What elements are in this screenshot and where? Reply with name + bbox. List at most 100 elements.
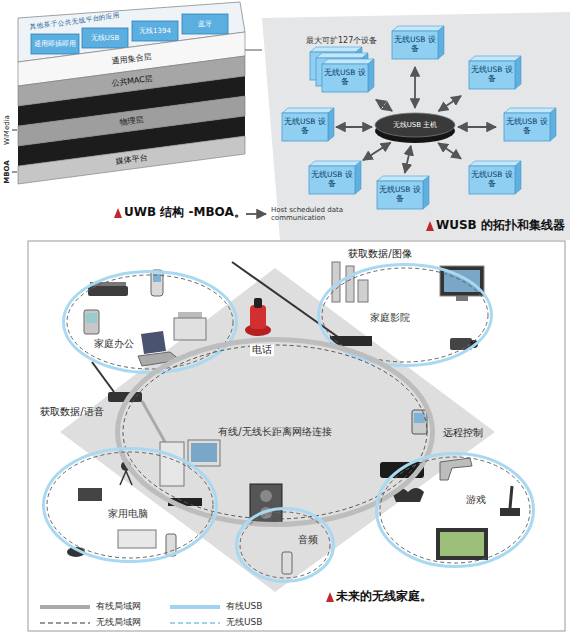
layer-band-outline-part bbox=[18, 56, 245, 106]
usb-host-outline-part bbox=[375, 113, 455, 137]
usb-device-outline-part bbox=[368, 59, 374, 92]
legend-sample bbox=[40, 605, 90, 609]
legend-sample bbox=[170, 605, 220, 609]
usb-device-outline-part bbox=[282, 113, 328, 141]
node-text: 无线USB 主机 bbox=[393, 121, 438, 129]
game-devices-part bbox=[440, 458, 472, 480]
office-devices-part bbox=[151, 270, 163, 296]
network-loop-outline-part bbox=[380, 457, 530, 563]
usb-device-outline-part bbox=[469, 61, 515, 89]
caption: UWB 结构 -MBOA。 bbox=[124, 206, 246, 220]
protocol-box-outline-part bbox=[82, 28, 128, 48]
theater-devices-part bbox=[358, 280, 368, 302]
audio-devices-part bbox=[260, 490, 272, 502]
device-label: 获取数据/语音 bbox=[40, 406, 103, 418]
usb-device-outline-part bbox=[392, 26, 444, 31]
theater-devices-part bbox=[346, 266, 354, 302]
caption: 未来的无线家庭。 bbox=[336, 590, 432, 604]
node-text: 通用即插即用 bbox=[34, 40, 76, 48]
layer-band-outline-part bbox=[18, 96, 245, 146]
backbone-ring-outline-part bbox=[118, 340, 433, 525]
device-label: 远程控制 bbox=[443, 427, 483, 439]
office-devices-part bbox=[141, 331, 166, 354]
device-label: 电话 bbox=[250, 344, 274, 356]
node-text: 无线USB 设备 bbox=[379, 186, 421, 203]
node-text: 无线USB 设备 bbox=[394, 36, 436, 53]
network-loop: 家用电脑 bbox=[42, 447, 218, 563]
audio-devices bbox=[250, 484, 292, 574]
wusb-panel-part bbox=[426, 221, 434, 231]
protocol-box-outline-part bbox=[182, 14, 228, 34]
network-loop: 家庭办公 bbox=[62, 270, 238, 374]
node-text: 游戏 bbox=[466, 494, 486, 506]
node-text: 无线1394 bbox=[139, 27, 171, 35]
pc-devices-part bbox=[118, 530, 156, 548]
telephone bbox=[245, 298, 271, 336]
network-loop: 音频 bbox=[235, 507, 335, 583]
node-text: 无线USB 设备 bbox=[471, 66, 513, 83]
network-loop-outline-part bbox=[67, 275, 233, 369]
usb-device-outline-part bbox=[469, 166, 515, 194]
usb-device-outline-part bbox=[377, 181, 423, 209]
network-loop-outline-part bbox=[237, 509, 334, 582]
node-text: 蓝牙 bbox=[198, 20, 212, 28]
node-text: 无线USB 设备 bbox=[284, 118, 326, 135]
usb-device-outline-part bbox=[328, 108, 334, 141]
usb-device-outline-part bbox=[392, 31, 438, 59]
audio-devices-part bbox=[282, 552, 292, 574]
layer-band: 媒体平台 bbox=[18, 136, 245, 184]
remote-pda bbox=[412, 410, 427, 434]
usb-device-outline-part bbox=[469, 161, 521, 166]
double-arrow bbox=[363, 143, 391, 161]
usb-device-outline-part bbox=[309, 166, 355, 194]
layer-band: 公共MAC层 bbox=[18, 56, 245, 106]
network-loop-outline bbox=[42, 447, 218, 563]
double-arrow bbox=[458, 126, 496, 128]
office-devices-part bbox=[84, 310, 99, 334]
usb-host: 无线USB 主机 bbox=[375, 111, 455, 143]
double-arrow bbox=[376, 100, 392, 111]
node-text: 家用电脑 bbox=[108, 508, 148, 520]
game-devices-part bbox=[440, 532, 484, 556]
node-text: 无线USB 设备 bbox=[506, 118, 548, 135]
usb-device-outline-part bbox=[377, 176, 429, 181]
usb-device-outline-part bbox=[322, 59, 374, 64]
legend-text: 有线局域网 bbox=[96, 601, 141, 612]
node-text: 无线USB 设备 bbox=[324, 69, 366, 86]
legend-text: 有线USB bbox=[226, 601, 262, 612]
node-text: 无线USB 设备 bbox=[471, 171, 513, 188]
pc-devices-part bbox=[120, 471, 126, 485]
usb-device: 最大可扩127个设备无线USB 设备 bbox=[322, 64, 368, 92]
uwb-stack bbox=[12, 2, 262, 218]
telephone-part bbox=[250, 305, 266, 329]
legend-text: Host scheduled data communication bbox=[271, 206, 343, 223]
layer-band-outline-part bbox=[18, 136, 245, 184]
office-devices-part bbox=[86, 313, 97, 323]
protocol-box-outline-part bbox=[132, 21, 178, 41]
network-loop-outline bbox=[62, 270, 238, 374]
theater-devices-part bbox=[456, 296, 468, 301]
double-arrow bbox=[405, 146, 411, 173]
home-frame-part bbox=[28, 241, 565, 631]
usb-device: 无线USB 设备 bbox=[469, 61, 515, 89]
game-devices-part bbox=[500, 508, 520, 516]
home-frame-part bbox=[60, 268, 495, 592]
usb-device-outline-part bbox=[550, 108, 556, 141]
usb-device: 无线USB 设备 bbox=[392, 31, 438, 59]
network-loop-outline-part bbox=[64, 272, 237, 373]
caption: WUSB 的拓扑和集线器 bbox=[436, 219, 565, 233]
double-arrow bbox=[439, 96, 461, 111]
network-loop-outline-part bbox=[377, 454, 534, 567]
pc-devices-part bbox=[191, 443, 217, 462]
network-loop: 游戏 bbox=[375, 452, 535, 568]
uwb-stack-part bbox=[245, 50, 262, 51]
telephone-part bbox=[254, 298, 262, 308]
usb-device: 无线USB 设备 bbox=[309, 166, 355, 194]
usb-device-outline-part bbox=[355, 161, 361, 194]
usb-device-outline-part bbox=[316, 53, 368, 58]
usb-device-outline-part bbox=[469, 56, 521, 61]
usb-device-outline-part bbox=[423, 176, 429, 209]
legend-text: 无线局域网 bbox=[96, 617, 141, 628]
capacity-note: 最大可扩127个设备 bbox=[306, 36, 377, 45]
